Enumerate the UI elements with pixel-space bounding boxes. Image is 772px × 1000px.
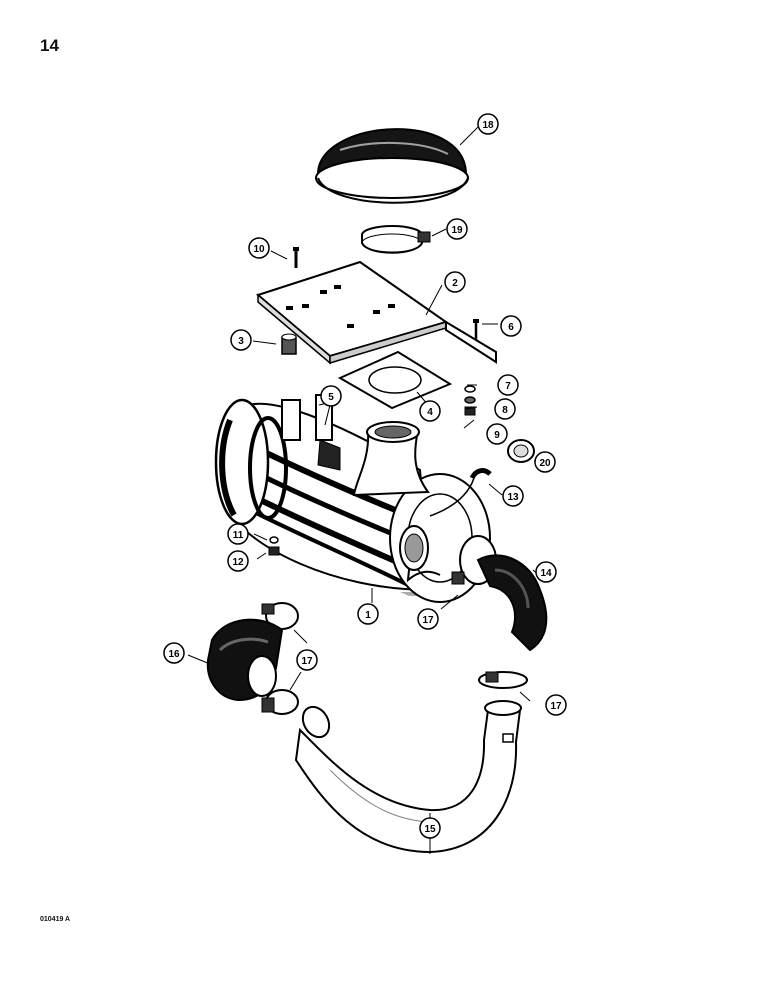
callout-3: 3 bbox=[230, 329, 252, 351]
svg-text:11: 11 bbox=[233, 530, 244, 541]
nut-9 bbox=[464, 406, 476, 416]
mounting-plate bbox=[255, 260, 497, 365]
svg-text:15: 15 bbox=[424, 824, 436, 835]
callout-17-right: 17 bbox=[545, 694, 567, 716]
svg-text:17: 17 bbox=[422, 615, 434, 626]
gasket bbox=[337, 350, 453, 410]
callout-16: 16 bbox=[163, 642, 185, 664]
svg-text:7: 7 bbox=[505, 381, 511, 392]
callout-13: 13 bbox=[502, 485, 524, 507]
callout-1: 1 bbox=[357, 603, 379, 625]
callout-21: 20 bbox=[534, 451, 556, 473]
svg-text:5: 5 bbox=[328, 392, 334, 403]
cap-clamp bbox=[361, 225, 431, 254]
callout-12: 12 bbox=[227, 550, 249, 572]
callout-10: 10 bbox=[248, 237, 270, 259]
callout-20: 19 bbox=[446, 218, 468, 240]
callout-2: 2 bbox=[444, 271, 466, 293]
callout-8: 8 bbox=[494, 398, 516, 420]
bolt bbox=[293, 247, 299, 268]
callout-14: 14 bbox=[535, 561, 557, 583]
hose-clamp-17-lower bbox=[261, 689, 299, 715]
elbow-hose bbox=[476, 554, 548, 652]
callout-7: 7 bbox=[497, 374, 519, 396]
drawing-code: 010419 A bbox=[40, 916, 71, 923]
screw bbox=[473, 319, 479, 340]
rain-cap bbox=[315, 128, 469, 204]
restriction-indicator bbox=[507, 439, 535, 463]
callout-18: 17 bbox=[417, 608, 439, 630]
svg-text:12: 12 bbox=[232, 557, 244, 568]
svg-text:8: 8 bbox=[502, 405, 508, 416]
svg-text:6: 6 bbox=[508, 322, 514, 333]
svg-text:16: 16 bbox=[168, 649, 180, 660]
callout-11: 11 bbox=[227, 523, 249, 545]
svg-text:13: 13 bbox=[507, 492, 519, 503]
svg-text:17: 17 bbox=[301, 656, 313, 667]
callout-19: 18 bbox=[477, 113, 499, 135]
washer-8 bbox=[464, 396, 476, 404]
svg-text:4: 4 bbox=[427, 407, 433, 418]
svg-text:14: 14 bbox=[540, 568, 552, 579]
callout-17-left: 17 bbox=[296, 649, 318, 671]
spacer bbox=[281, 333, 297, 355]
svg-text:2: 2 bbox=[452, 278, 458, 289]
washer-11 bbox=[269, 536, 279, 544]
svg-text:20: 20 bbox=[539, 458, 551, 469]
nut-12 bbox=[268, 546, 280, 556]
intake-tube bbox=[294, 700, 522, 854]
callout-4: 4 bbox=[419, 400, 441, 422]
leader-lines bbox=[187, 124, 543, 854]
svg-text:9: 9 bbox=[494, 430, 500, 441]
svg-text:3: 3 bbox=[238, 336, 244, 347]
page-number: 14 bbox=[40, 36, 59, 55]
callout-9: 9 bbox=[486, 423, 508, 445]
washer-7 bbox=[464, 385, 476, 393]
callout-6: 6 bbox=[500, 315, 522, 337]
svg-text:10: 10 bbox=[253, 244, 265, 255]
hose-clamp-17-right bbox=[478, 671, 528, 689]
svg-text:18: 18 bbox=[482, 120, 494, 131]
callouts: 18 19 10 2 3 6 5 4 7 8 9 20 13 11 12 14 … bbox=[163, 113, 567, 839]
elbow-hose-16 bbox=[206, 618, 284, 702]
callout-5: 5 bbox=[320, 385, 342, 407]
air-cleaner-body bbox=[214, 394, 491, 603]
callout-15: 15 bbox=[419, 817, 441, 839]
svg-text:1: 1 bbox=[365, 610, 371, 621]
svg-text:17: 17 bbox=[550, 701, 562, 712]
svg-text:19: 19 bbox=[451, 225, 463, 236]
indicator-elbow bbox=[469, 468, 492, 480]
